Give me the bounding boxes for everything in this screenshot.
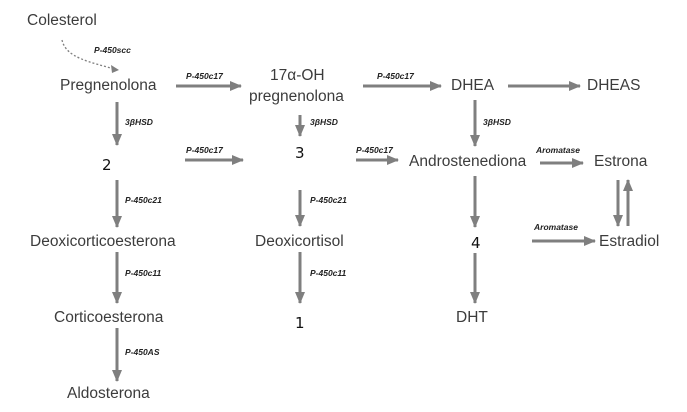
enzyme-label-aromatase-a: Aromatase (536, 145, 580, 155)
arrowhead-colesterol (111, 65, 119, 73)
step-number-1: 1 (295, 314, 305, 332)
enzyme-label-3bhsd-a: 3βHSD (125, 117, 153, 127)
enzyme-label-p450c17-c: P-450c17 (186, 145, 223, 155)
node-dht: DHT (456, 309, 488, 326)
node-estradiol: Estradiol (599, 233, 660, 250)
enzyme-label-p450c17-a: P-450c17 (186, 71, 223, 81)
enzyme-label-3bhsd-c: 3βHSD (483, 117, 511, 127)
node-androstenediona: Androstenediona (409, 153, 527, 170)
enzyme-label-p450c17-b: P-450c17 (377, 71, 414, 81)
step-number-4: 4 (471, 234, 481, 252)
node-corticoesterona: Corticoesterona (54, 309, 164, 326)
enzyme-label-p450scc: P-450scc (94, 45, 131, 55)
node-estrona: Estrona (594, 153, 648, 170)
node-dhea: DHEA (451, 77, 495, 94)
node-pregnenolona: Pregnenolona (60, 77, 157, 94)
enzyme-label-p450c21-b: P-450c21 (310, 195, 347, 205)
step-number-3: 3 (295, 144, 305, 162)
enzyme-label-p450c21-a: P-450c21 (125, 195, 162, 205)
enzyme-label-p450c11-b: P-450c11 (310, 268, 347, 278)
enzyme-label-p450as: P-450AS (125, 347, 160, 357)
node-colesterol: Colesterol (27, 12, 97, 29)
arrow-colesterol-to-pregnenolona (61, 39, 119, 71)
node-deoxicortisol: Deoxicortisol (255, 233, 344, 250)
node-dheas: DHEAS (587, 77, 641, 94)
enzyme-label-aromatase-b: Aromatase (534, 222, 578, 232)
node-17oh-line2: pregnenolona (249, 88, 344, 105)
enzyme-label-p450c17-d: P-450c17 (356, 145, 393, 155)
step-number-2: 2 (102, 156, 112, 174)
node-deoxicorticoesterona: Deoxicorticoesterona (30, 233, 176, 250)
node-17oh-line1: 17α-OH (270, 67, 325, 84)
enzyme-label-3bhsd-b: 3βHSD (310, 117, 338, 127)
enzyme-label-p450c11-a: P-450c11 (125, 268, 162, 278)
node-aldosterona: Aldosterona (67, 385, 150, 402)
